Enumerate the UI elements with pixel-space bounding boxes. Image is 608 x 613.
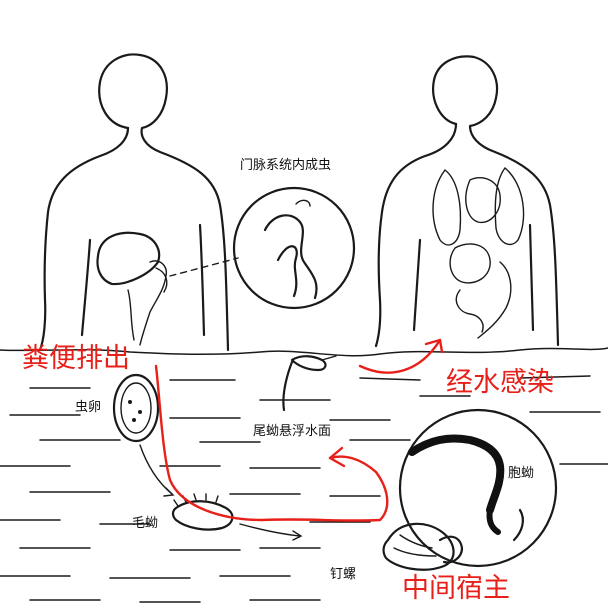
sporocyst-circle xyxy=(398,408,558,568)
dashed-connector xyxy=(169,257,239,277)
label-miracidium: 毛蚴 xyxy=(132,516,159,531)
snail-drawing xyxy=(382,522,464,571)
left-liver-organ xyxy=(96,231,168,346)
annotation-water-infection: 经水感染 xyxy=(446,367,554,398)
egg-drawing xyxy=(112,373,160,443)
red-annotation-lines xyxy=(154,338,444,522)
label-sporocyst: 胞蚴 xyxy=(508,466,535,481)
left-human-figure xyxy=(38,53,230,352)
water-surface xyxy=(0,347,608,603)
miracidium-drawing xyxy=(171,493,234,531)
portal-system-circle xyxy=(232,186,356,310)
right-internal-organs xyxy=(432,166,525,339)
label-egg: 虫卵 xyxy=(75,400,102,415)
cercaria-drawing xyxy=(282,355,337,412)
label-snail: 钉螺 xyxy=(330,567,357,582)
annotation-feces-excretion: 粪便排出 xyxy=(22,343,130,374)
egg-to-miracidium-arrow xyxy=(139,444,175,497)
annotation-intermediate-host: 中间宿主 xyxy=(402,573,510,604)
miracidium-to-snail-arrow xyxy=(239,523,303,541)
label-adult-in-portal: 门脉系统内成虫 xyxy=(240,158,332,173)
right-human-figure xyxy=(374,55,560,348)
label-cercaria-floating: 尾蚴悬浮水面 xyxy=(253,424,332,439)
